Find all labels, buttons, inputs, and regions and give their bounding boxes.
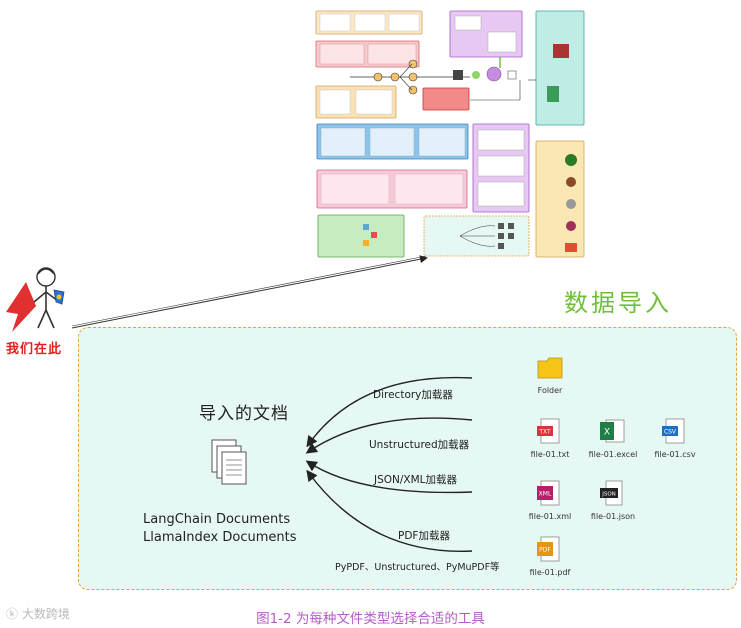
loader-unstructured-label: Unstructured加载器	[369, 439, 470, 451]
data-import-panel	[78, 327, 737, 590]
watermark-text: 大数跨境	[21, 607, 70, 621]
file-xml-label: file-01.xml	[528, 512, 572, 521]
file-folder: Folder	[537, 354, 580, 395]
excel-file-icon: X	[600, 419, 625, 443]
mascot-label: 我们在此	[6, 342, 63, 357]
file-excel: X file-01.excel	[589, 418, 643, 459]
file-txt-label: file-01.txt	[530, 450, 570, 459]
arrow-unstructured	[305, 417, 473, 454]
file-xml: XML file-01.xml	[529, 480, 580, 521]
loader-pdf-tools-label: PyPDF、Unstructured、PyMuPDF等	[335, 562, 500, 573]
svg-text:X: X	[604, 428, 610, 438]
xml-file-icon: XML	[537, 480, 560, 506]
loader-json-xml-label: JSON/XML加载器	[374, 474, 458, 486]
arrow-directory	[306, 376, 473, 448]
mascot-cape	[6, 282, 36, 332]
svg-text:JSON: JSON	[601, 492, 616, 498]
section-title: 数据导入	[564, 289, 672, 317]
file-pdf: PDF file-01.pdf	[530, 536, 580, 577]
folder-icon	[537, 357, 563, 379]
arrow-pdf	[306, 469, 473, 552]
svg-text:TXT: TXT	[538, 429, 551, 436]
svg-text:CSV: CSV	[664, 429, 677, 436]
watermark: ⓚ 大数跨境	[6, 605, 70, 622]
hero-mascot	[6, 267, 65, 332]
pdf-file-icon: PDF	[537, 536, 560, 562]
loader-directory-label: Directory加载器	[373, 389, 453, 401]
svg-text:XML: XML	[539, 491, 552, 498]
txt-file-icon: TXT	[537, 418, 560, 444]
overview-box-retrieval	[422, 87, 470, 111]
loader-pdf-label: PDF加载器	[398, 530, 450, 542]
pointer-arrow	[71, 255, 428, 329]
watermark-logo-icon: ⓚ	[6, 607, 22, 621]
documents-heading: 导入的文档	[199, 404, 289, 424]
file-csv-label: file-01.csv	[654, 450, 696, 459]
json-file-icon: JSON	[600, 480, 623, 506]
overview-map	[315, 10, 585, 258]
file-json-label: file-01.json	[590, 512, 636, 521]
figure-caption: 图1-2 为每种文件类型选择合适的工具	[256, 611, 485, 627]
file-csv: CSV file-01.csv	[654, 418, 705, 459]
file-excel-label: file-01.excel	[588, 450, 638, 459]
file-folder-label: Folder	[537, 386, 563, 395]
documents-llamaindex-label: LlamaIndex Documents	[143, 530, 297, 545]
csv-file-icon: CSV	[662, 418, 685, 444]
svg-text:PDF: PDF	[539, 547, 551, 554]
overview-box-vector-db	[317, 214, 405, 258]
file-txt: TXT file-01.txt	[531, 418, 580, 459]
arrow-json-xml	[305, 460, 473, 494]
file-json: JSON file-01.json	[591, 480, 643, 521]
documents-icon	[211, 439, 247, 485]
documents-langchain-label: LangChain Documents	[143, 512, 291, 527]
file-pdf-label: file-01.pdf	[529, 568, 571, 577]
